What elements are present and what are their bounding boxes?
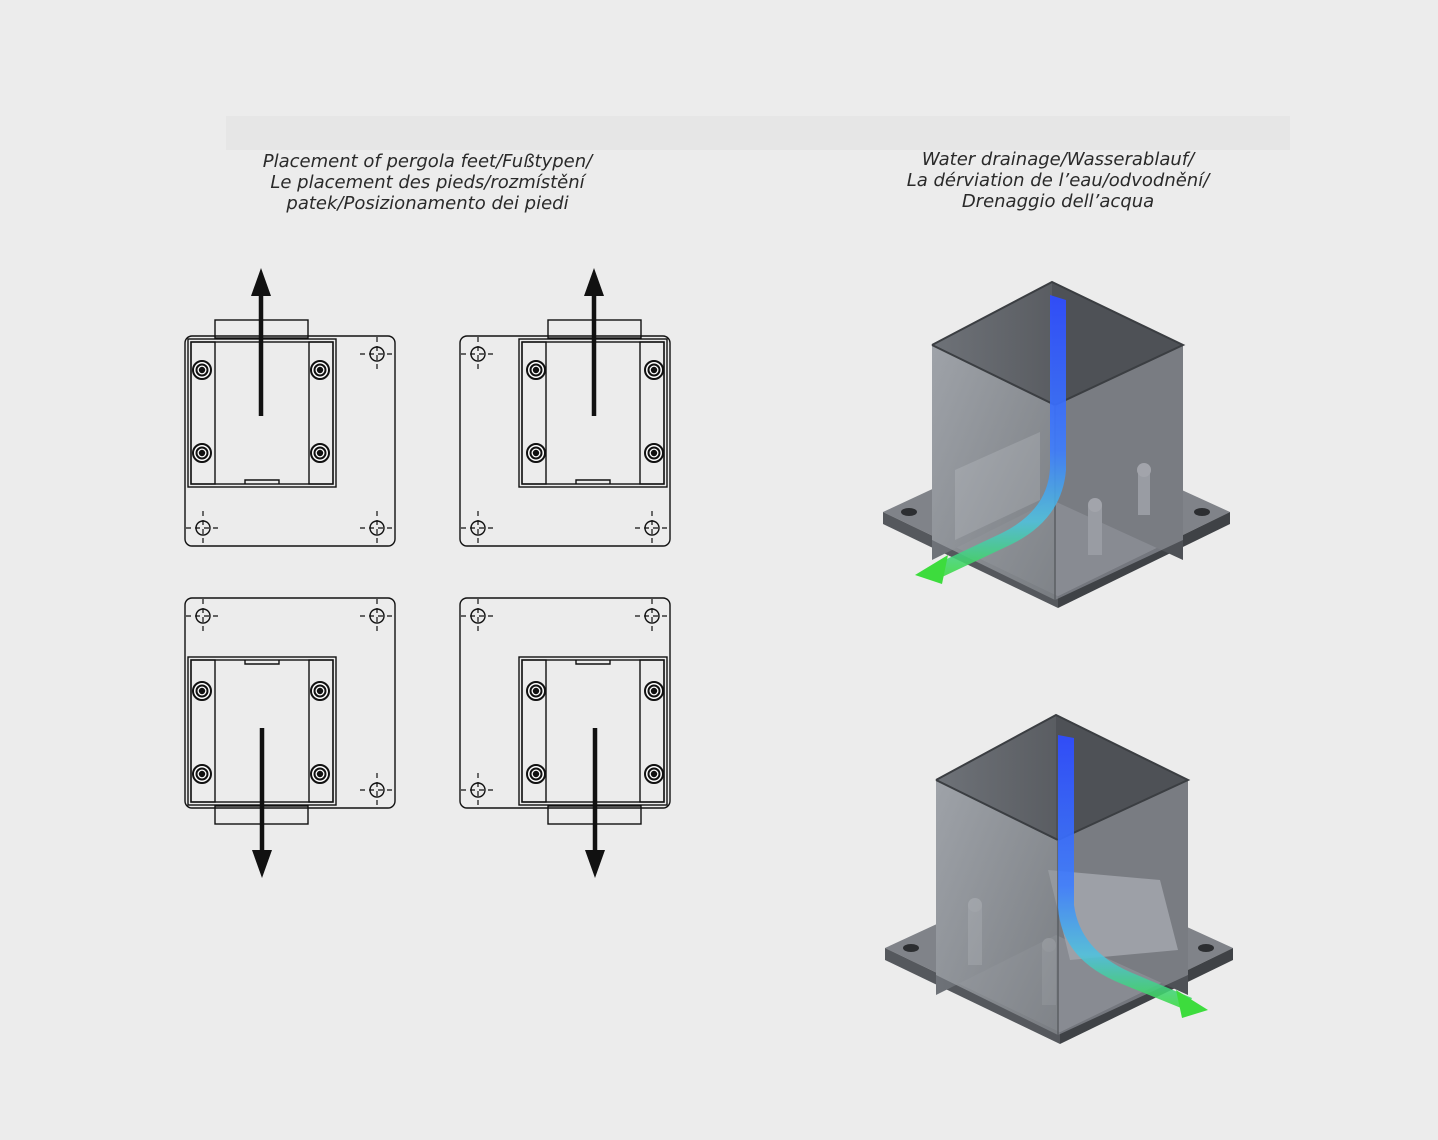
anchor-hole-icon — [359, 772, 395, 808]
bolt-icon — [192, 443, 212, 463]
anchor-hole-icon — [460, 772, 496, 808]
bolt-icon — [644, 681, 664, 701]
bolt-icon — [310, 764, 330, 784]
bolt-icon — [644, 443, 664, 463]
bolt-icon — [644, 764, 664, 784]
bolt-icon — [526, 360, 546, 380]
foot-plan-bottom-left — [184, 597, 396, 825]
water-outlet-arrow-icon — [1176, 990, 1208, 1018]
plate-hole-icon — [1194, 508, 1210, 516]
placement-caption: Placement of pergola feet/Fußtypen/ Le p… — [205, 151, 650, 214]
drainage-caption-line-1: Water drainage/Wasserablauf/ — [921, 149, 1195, 170]
arrow-down-icon — [252, 728, 272, 878]
bolt-icon — [310, 681, 330, 701]
foot-plan-top-right — [459, 319, 671, 547]
header-band — [226, 116, 1290, 150]
placement-caption-line-1: Placement of pergola feet/Fußtypen/ — [262, 151, 593, 172]
bolt-icon — [526, 443, 546, 463]
anchor-hole-icon — [460, 598, 496, 634]
plate-hole-icon — [1198, 944, 1214, 952]
bolt-icon — [192, 360, 212, 380]
drainage-caption: Water drainage/Wasserablauf/ La dérviati… — [848, 149, 1268, 212]
anchor-hole-icon — [460, 510, 496, 546]
plate-hole-icon — [901, 508, 917, 516]
anchor-hole-icon — [185, 598, 221, 634]
bolt-icon — [526, 681, 546, 701]
anchor-hole-icon — [359, 510, 395, 546]
bolt-icon — [526, 764, 546, 784]
drainage-caption-line-3: Drenaggio dell’acqua — [961, 191, 1155, 212]
plate-hole-icon — [903, 944, 919, 952]
drainage-render-left-outlet — [883, 280, 1230, 608]
bolt-icon — [192, 681, 212, 701]
arrow-down-icon — [585, 728, 605, 878]
water-flow-path — [1058, 735, 1192, 1010]
placement-caption-line-3: patek/Posizionamento dei piedi — [286, 193, 569, 214]
anchor-hole-icon — [634, 510, 670, 546]
foot-plan-top-left — [184, 319, 396, 547]
anchor-hole-icon — [460, 336, 496, 372]
arrow-up-icon — [251, 268, 271, 416]
bolt-icon — [310, 360, 330, 380]
anchor-hole-icon — [185, 510, 221, 546]
bolt-icon — [310, 443, 330, 463]
placement-caption-line-2: Le placement des pieds/rozmístění — [270, 172, 585, 193]
drainage-render-right-outlet — [885, 713, 1233, 1044]
bolt-icon — [644, 360, 664, 380]
anchor-hole-icon — [634, 598, 670, 634]
drainage-caption-line-2: La dérviation de l’eau/odvodnění/ — [906, 170, 1210, 191]
arrow-up-icon — [584, 268, 604, 416]
water-flow-path — [932, 295, 1066, 578]
bolt-icon — [192, 764, 212, 784]
foot-plan-bottom-right — [459, 597, 671, 825]
water-outlet-arrow-icon — [915, 555, 948, 584]
anchor-hole-icon — [359, 598, 395, 634]
anchor-hole-icon — [359, 336, 395, 372]
